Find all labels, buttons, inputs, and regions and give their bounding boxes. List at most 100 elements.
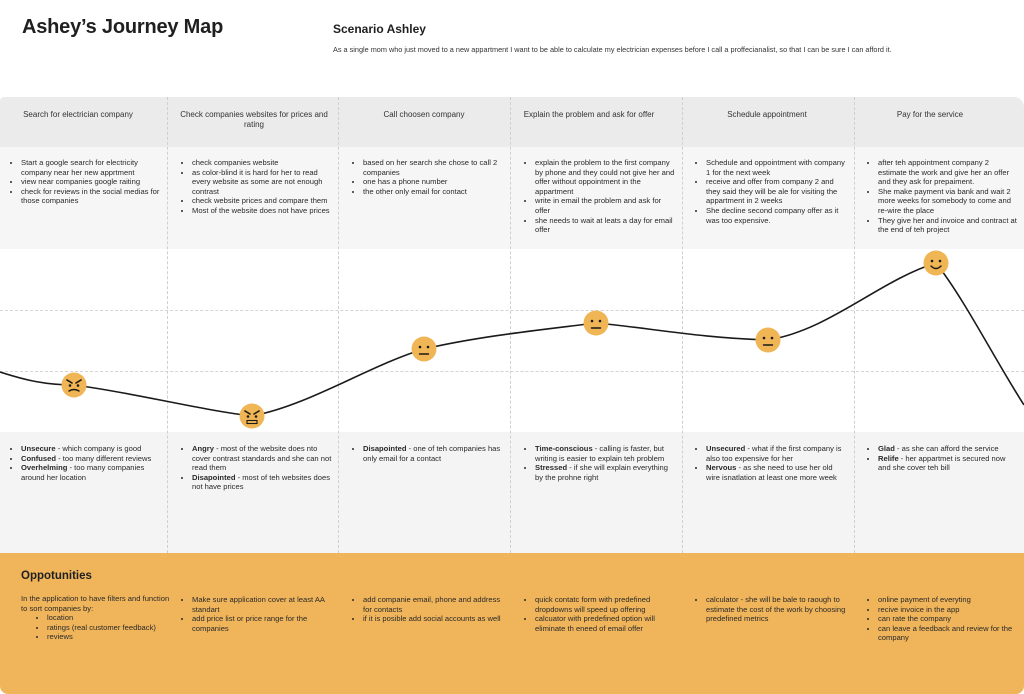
opportunities-intro-text: In the application to have filters and f… [21,594,170,613]
task-item: check companies website [192,158,332,168]
feelings-list-2: Angry - most of the website does nto cov… [182,444,332,492]
stage-header-1: Search for electrician company [23,110,133,119]
feelings-list-1: Unsecure - which company is good Confuse… [11,444,161,482]
feeling-item: Time-conscious - calling is faster, but … [535,444,675,463]
column-divider [682,97,683,553]
tasks-list-4: explain the problem to the first company… [525,158,675,235]
feeling-label: Overhelming [21,463,68,473]
feeling-item: Disapointed - one of teh companies has o… [363,444,503,463]
feelings-band [0,432,1024,553]
feeling-item: Disapointed - most of teh websites does … [192,473,332,492]
column-divider [338,97,339,553]
task-item: she needs to wait at leats a day for ema… [535,216,675,235]
opportunities-list-5: calculator - she will be bale to raough … [696,595,846,624]
opportunities-list-6: online payment of everyting recive invoi… [868,595,1018,643]
grid-line [0,310,1024,311]
feeling-text: - too many companies around her location [21,463,145,482]
scenario-text: As a single mom who just moved to a new … [333,45,892,54]
opportunity-item: can leave a feedback and review for the … [878,624,1018,643]
opportunities-band [0,553,1024,694]
feeling-item: Unsecure - which company is good [21,444,161,454]
feeling-item: Glad - as she can afford the service [878,444,1018,454]
feeling-text: - one of teh companies has only email fo… [363,444,501,463]
feeling-item: Stressed - if she will explain everythin… [535,463,675,482]
task-item: as color-blind it is hard for her to rea… [192,168,332,197]
task-item: Most of the website does not have prices [192,206,332,216]
feeling-item: Relife - her appartmet is secured now an… [878,454,1018,473]
list-item: location [47,613,171,623]
feeling-text: - what if the first company is also too … [706,444,842,463]
tasks-list-1: Start a google search for electricity co… [11,158,161,206]
feeling-label: Glad [878,444,895,453]
feeling-item: Nervous - as she need to use her old wir… [706,463,846,482]
stage-header-5: Schedule appointment [727,110,807,119]
feeling-label: Relife [878,453,899,463]
feeling-text: - if she will explain everything by the … [535,463,668,482]
feeling-label: Stressed [535,463,568,473]
task-item: view near companies google raiting [21,177,161,187]
grid-line [0,371,1024,372]
task-item: They give her and invoice and contract a… [878,216,1018,235]
feeling-item: Angry - most of the website does nto cov… [192,444,332,473]
opportunity-item: calculator - she will be bale to raough … [706,595,846,624]
feeling-label: Unsecure [21,444,56,453]
task-item: check website prices and compare them [192,196,332,206]
opportunity-item: quick contatc form with predefined dropd… [535,595,675,614]
opportunities-list-4: quick contatc form with predefined dropd… [525,595,675,633]
feeling-text: - her appartmet is secured now and she c… [878,453,1006,473]
opportunity-item: calcuator with predefined option will el… [535,614,675,633]
opportunity-item: online payment of everyting [878,595,1018,605]
opportunity-item: add companie email, phone and address fo… [363,595,503,614]
feeling-label: Angry [192,444,214,453]
feeling-label: Nervous [706,463,737,473]
feeling-item: Unsecured - what if the first company is… [706,444,846,463]
emotion-band [0,249,1024,432]
stages-header-band [0,97,1024,147]
task-item: She make payment via bank and wait 2 mor… [878,187,1018,216]
opportunities-title: Oppotunities [21,570,92,582]
opportunities-list-2: Make sure application cover at least AA … [182,595,332,633]
opportunity-item: if it is posible add social accounts as … [363,614,503,624]
task-item: Start a google search for electricity co… [21,158,161,177]
feeling-item: Overhelming - too many companies around … [21,463,161,482]
opportunity-item: add price list or price range for the co… [192,614,332,633]
feeling-label: Disapointed [192,472,236,482]
scenario-title: Scenario Ashley [333,22,426,36]
column-divider [854,97,855,553]
task-item: Schedule and oppointment with company 1 … [706,158,846,177]
task-item: check for reviews in the social medias f… [21,187,161,206]
task-item: after teh appointment company 2 estimate… [878,158,1018,187]
feeling-label: Disapointed [363,444,407,453]
opportunity-item: Make sure application cover at least AA … [192,595,332,614]
feelings-list-3: Disapointed - one of teh companies has o… [353,444,503,463]
task-item: receive and offer from company 2 and the… [706,177,846,206]
feeling-text: - most of teh websites does not have pri… [192,472,331,492]
task-item: explain the problem to the first company… [535,158,675,196]
page-title: Ashey’s Journey Map [22,16,224,38]
feeling-text: - calling is faster, but writing is easi… [535,444,665,463]
list-item: reviews [47,632,171,642]
opportunities-sub-list: location ratings (real customer feedback… [47,613,171,642]
feelings-list-5: Unsecured - what if the first company is… [696,444,846,482]
feeling-text: - as she need to use her old wire isnatl… [706,463,837,482]
task-item: one has a phone number [363,177,503,187]
feeling-label: Time-conscious [535,444,593,453]
feeling-item: Confused - too many different reviews [21,454,161,464]
task-item: the other only email for contact [363,187,503,197]
feeling-text: - which company is good [55,444,142,453]
column-divider [167,97,168,553]
tasks-list-2: check companies website as color-blind i… [182,158,332,216]
task-item: She decline second company offer as it w… [706,206,846,225]
journey-board [0,97,1024,694]
feeling-text: - too many different reviews [56,453,152,463]
tasks-list-3: based on her search she chose to call 2 … [353,158,503,196]
feelings-list-4: Time-conscious - calling is faster, but … [525,444,675,482]
tasks-list-5: Schedule and oppointment with company 1 … [696,158,846,225]
stage-header-6: Pay for the service [896,110,964,119]
opportunities-list-3: add companie email, phone and address fo… [353,595,503,624]
stage-header-3: Call choosen company [383,110,465,119]
task-item: write in email the problem and ask for o… [535,196,675,215]
tasks-band [0,147,1024,249]
stage-header-4: Explain the problem and ask for offer [523,110,655,119]
task-item: based on her search she chose to call 2 … [363,158,503,177]
